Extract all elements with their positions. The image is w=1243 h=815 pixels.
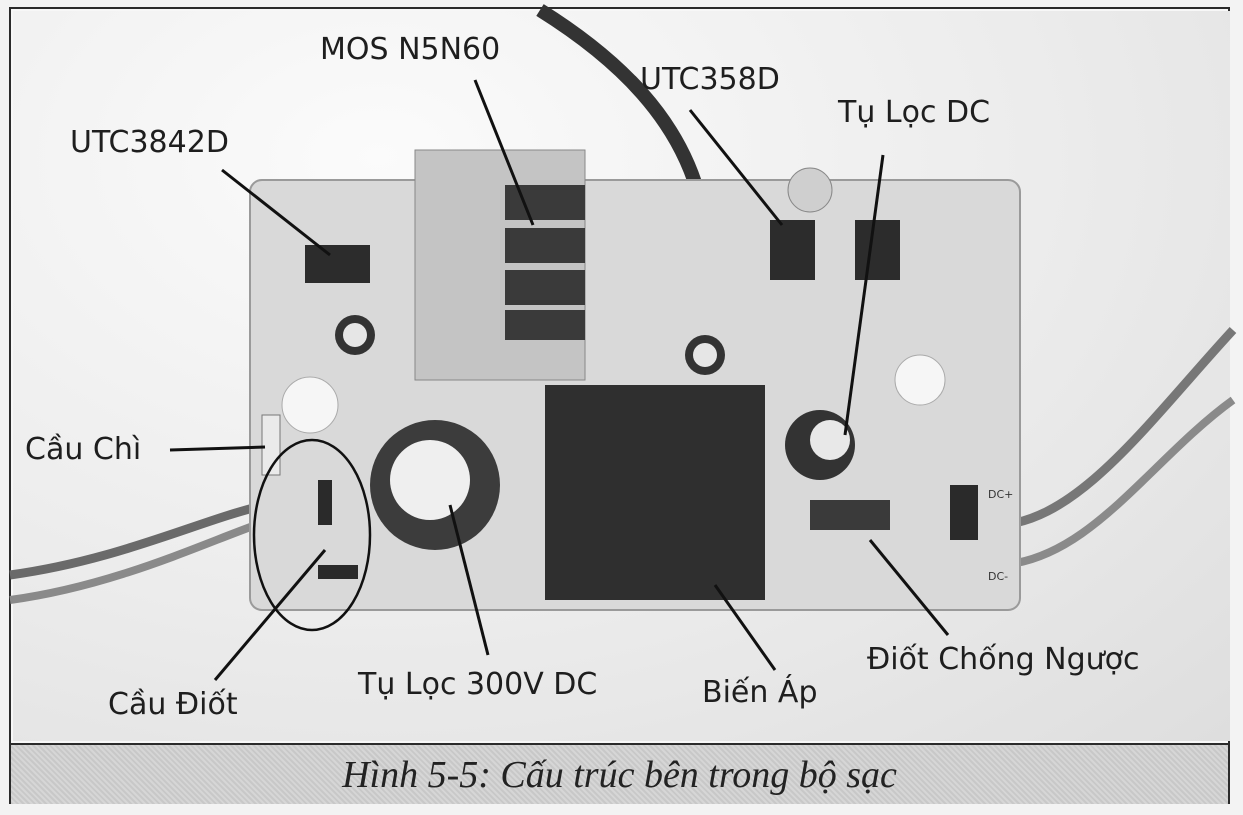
mosfet — [505, 185, 585, 220]
output-diode — [950, 485, 978, 540]
label-utc358d: UTC358D — [640, 62, 780, 97]
label-utc3842d: UTC3842D — [70, 125, 229, 160]
bridge-diode — [318, 480, 332, 525]
pointer-line — [713, 584, 777, 671]
label-cau-diot: Cầu Điốt — [108, 687, 238, 722]
input-wire — [9, 516, 272, 604]
capacitor-top — [343, 323, 367, 347]
mosfet — [505, 270, 585, 305]
dc-plus-mark: DC+ — [988, 488, 1013, 501]
pointer-line — [448, 504, 490, 656]
pointer-line — [868, 539, 950, 636]
label-mos-n5n60: MOS N5N60 — [320, 32, 501, 67]
figure-frame: Hình 5-5: Cấu trúc bên trong bộ sạc — [9, 7, 1230, 804]
pointer-line — [843, 154, 885, 436]
figure-caption: Hình 5-5: Cấu trúc bên trong bộ sạc — [342, 753, 897, 796]
bridge-diode — [318, 565, 358, 579]
pointer-line — [473, 79, 535, 226]
transformer — [545, 385, 765, 600]
heatsink — [414, 149, 586, 381]
mounting-hole — [281, 376, 339, 434]
label-tu-loc-300v: Tụ Lọc 300V DC — [358, 667, 598, 702]
dc-minus-mark: DC- — [988, 570, 1008, 583]
capacitor-top — [390, 440, 470, 520]
ic-utc358d — [770, 220, 815, 280]
pointer-line — [169, 445, 266, 452]
label-bien-ap: Biến Áp — [702, 675, 818, 710]
reverse-diode — [810, 500, 890, 530]
input-wire — [9, 500, 267, 580]
figure-caption-bar: Hình 5-5: Cấu trúc bên trong bộ sạc — [11, 743, 1228, 804]
label-diot-chong-nguoc: Điốt Chống Ngược — [867, 642, 1140, 677]
pointer-line — [688, 109, 784, 226]
ic-utc3842d — [305, 245, 370, 283]
output-wire — [999, 326, 1237, 530]
label-cau-chi: Cầu Chì — [25, 432, 142, 467]
capacitor-top — [810, 420, 850, 460]
output-wire — [999, 396, 1236, 569]
label-tu-loc-dc: Tụ Lọc DC — [838, 95, 991, 130]
bridge-diode-circle — [252, 438, 372, 632]
mosfet — [505, 310, 585, 340]
pointer-line — [213, 549, 327, 681]
mosfet — [505, 228, 585, 263]
capacitor-top — [693, 343, 717, 367]
mounting-hole — [894, 354, 946, 406]
ic-chip — [855, 220, 900, 280]
pointer-line — [221, 168, 331, 257]
ceramic-capacitor — [787, 167, 833, 213]
